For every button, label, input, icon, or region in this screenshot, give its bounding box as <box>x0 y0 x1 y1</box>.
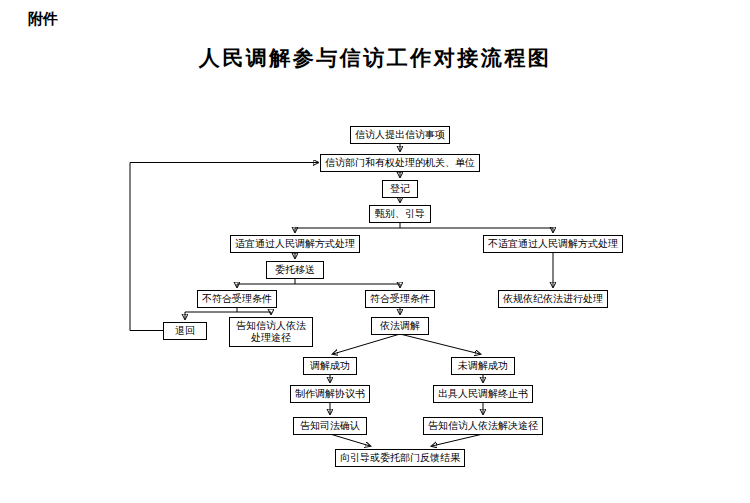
node-issue-termination: 出具人民调解终止书 <box>433 385 533 403</box>
node-feedback-results: 向引导或委托部门反馈结果 <box>335 449 465 467</box>
node-suitable-mediation: 适宜通过人民调解方式处理 <box>230 235 360 253</box>
node-mediation-success: 调解成功 <box>303 357 357 375</box>
node-petition-department: 信访部门和有权处理的机关、单位 <box>320 154 480 172</box>
node-petitioner-submits: 信访人提出信访事项 <box>350 126 450 144</box>
node-mediate-by-law: 依法调解 <box>371 317 429 335</box>
node-meet-conditions: 符合受理条件 <box>365 290 435 308</box>
node-inform-resolution-channels: 告知信访人依法解决途径 <box>423 417 543 435</box>
node-handle-by-rules: 依规依纪依法进行处理 <box>498 290 608 308</box>
edge-converge-to-feedback <box>330 434 483 446</box>
node-mediation-not-success: 未调解成功 <box>451 357 515 375</box>
node-unsuitable-mediation: 不适宜通过人民调解方式处理 <box>483 235 623 253</box>
edge-entrust-split <box>237 278 400 287</box>
node-entrust-transfer: 委托移送 <box>266 261 324 279</box>
node-inform-judicial-confirmation: 告知司法确认 <box>293 417 367 435</box>
node-inform-legal-channels: 告知信访人依法处理途径 <box>229 317 313 347</box>
node-screening-guidance: 甄别、引导 <box>369 205 431 223</box>
node-make-agreement: 制作调解协议书 <box>290 385 370 403</box>
node-not-meet-conditions: 不符合受理条件 <box>197 290 277 308</box>
node-register: 登记 <box>382 180 418 198</box>
edge-screening-split <box>295 222 553 232</box>
node-return: 退回 <box>163 322 207 340</box>
edge-mediate-split <box>333 334 480 354</box>
